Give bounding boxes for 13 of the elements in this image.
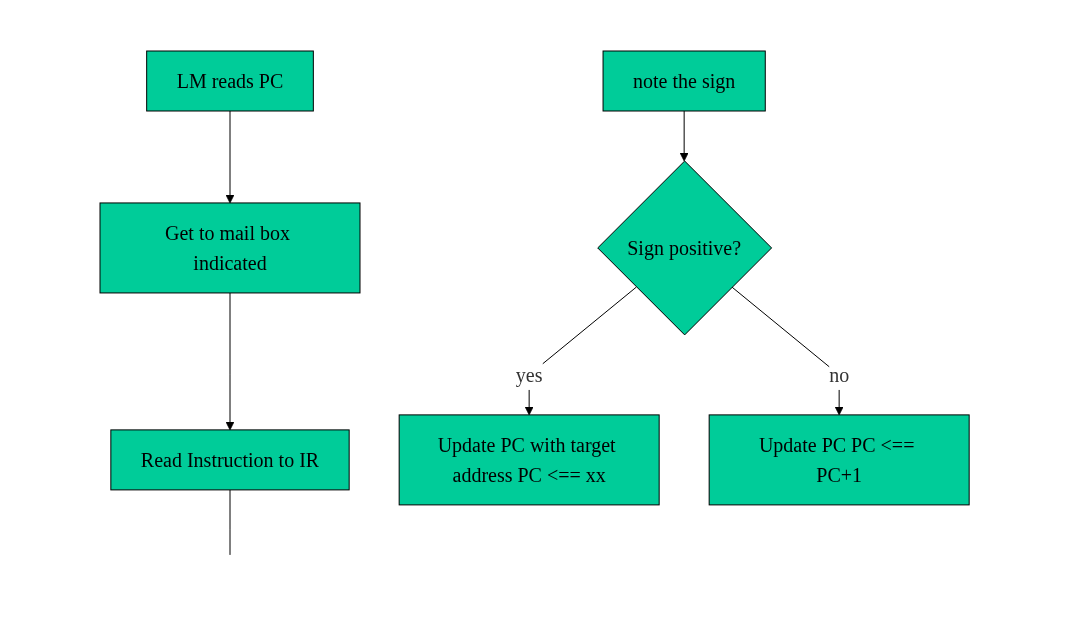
- arrow: [225, 110, 235, 204]
- node-box: Get to mail box indicated: [99, 202, 361, 294]
- connector: [229, 489, 231, 556]
- node-box: note the sign: [602, 50, 766, 112]
- arrow: [679, 110, 689, 162]
- node-box: Read Instruction to IR: [110, 429, 350, 491]
- edge-label: no: [829, 363, 850, 386]
- node-box: Update PC PC <== PC+1: [708, 414, 970, 506]
- node-box: LM reads PC: [146, 50, 314, 112]
- node-diamond: Sign positive?: [597, 160, 772, 336]
- arrow: [225, 292, 235, 431]
- edge-label: yes: [515, 363, 543, 386]
- node-box: Update PC with target address PC <== xx: [398, 414, 660, 506]
